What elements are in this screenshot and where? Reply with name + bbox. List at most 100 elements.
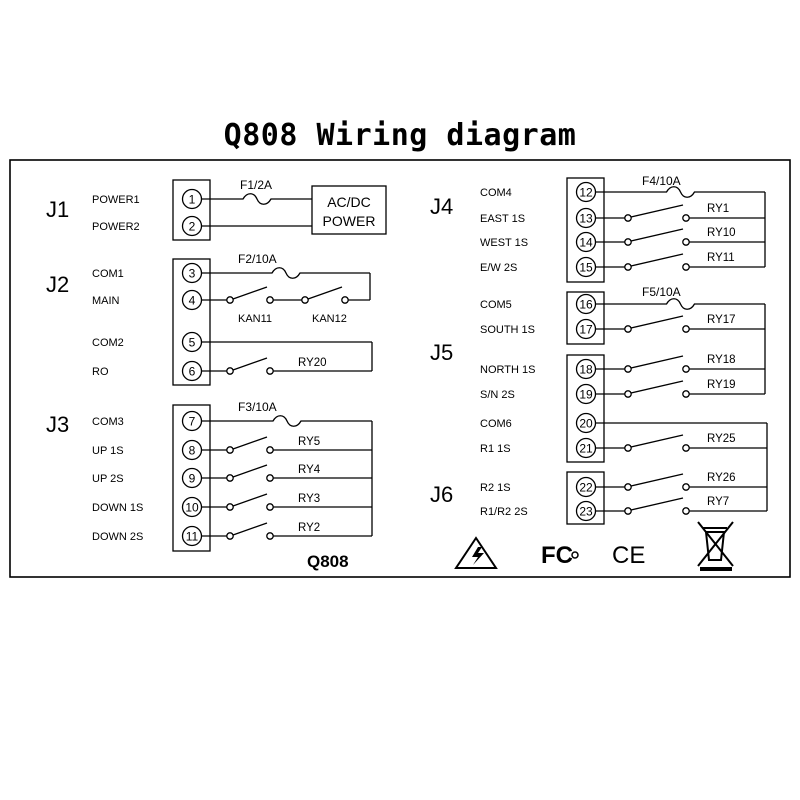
terminal-21-number: 21 <box>579 442 593 456</box>
switch-ry2-contact-a <box>226 532 234 540</box>
fuse-label-f2: F2/10A <box>238 252 277 266</box>
relay-label-ry20: RY20 <box>298 357 327 369</box>
switch-ry26-contact-a <box>624 483 632 491</box>
terminal-20-number: 20 <box>579 417 593 431</box>
terminal-5-number: 5 <box>189 336 196 350</box>
terminal-12-label: COM4 <box>480 187 512 199</box>
terminal-23-number: 23 <box>579 505 593 519</box>
terminal-17-number: 17 <box>579 323 593 337</box>
terminal-14-number: 14 <box>579 236 593 250</box>
terminal-6-circle <box>181 360 203 382</box>
terminal-2-number: 2 <box>189 220 196 234</box>
terminal-16-label: COM5 <box>480 299 512 311</box>
terminal-block-j6 <box>566 471 605 525</box>
switch-ry20-contact-b <box>266 367 274 375</box>
connector-label-j6: J6 <box>430 482 453 507</box>
terminal-10-number: 10 <box>185 501 199 515</box>
left-terminals: 1POWER12POWER23COM14MAIN5COM26RO7COM38UP… <box>92 188 203 547</box>
switch-ry11-contact-a <box>624 263 632 271</box>
relay-label-ry10: RY10 <box>707 227 736 239</box>
terminal-21-circle <box>575 437 597 459</box>
terminal-1-circle <box>181 188 203 210</box>
model-label: Q808 <box>307 552 349 571</box>
terminal-16-circle <box>575 293 597 315</box>
high-voltage-warning-icon <box>454 536 498 569</box>
switch-kan12-contact-a <box>301 296 309 304</box>
weee-bin-icon <box>697 521 734 571</box>
fuse-label-f4: F4/10A <box>642 174 681 188</box>
switch-ry2-blade <box>232 522 268 536</box>
terminal-18-label: NORTH 1S <box>480 364 535 376</box>
switch-kan11-blade <box>232 286 268 300</box>
switch-ry4-contact-b <box>266 474 274 482</box>
switch-ry17-blade <box>630 315 684 329</box>
terminal-6-number: 6 <box>189 365 196 379</box>
relay-label-ry7: RY7 <box>707 496 729 508</box>
relay-label-ry26: RY26 <box>707 472 736 484</box>
switch-ry18-blade <box>630 355 684 369</box>
terminal-9-label: UP 2S <box>92 473 124 485</box>
terminal-22-label: R2 1S <box>480 482 511 494</box>
fuse-f1 <box>202 193 312 205</box>
terminal-8-label: UP 1S <box>92 445 124 457</box>
fuse-label-f3: F3/10A <box>238 400 277 414</box>
switch-kan12-blade <box>307 286 343 300</box>
switch-ry3-contact-a <box>226 503 234 511</box>
terminal-2-label: POWER2 <box>92 221 140 233</box>
terminal-19-circle <box>575 383 597 405</box>
power-supply-box <box>311 185 387 235</box>
terminal-block-j2 <box>172 258 211 386</box>
fuse-label-f1: F1/2A <box>240 178 272 192</box>
terminal-19-number: 19 <box>579 388 593 402</box>
terminal-12-number: 12 <box>579 186 593 200</box>
switch-ry7-blade <box>630 497 684 511</box>
fuse-f5 <box>596 298 765 310</box>
fuse-label-f5: F5/10A <box>642 285 681 299</box>
terminal-block-j1 <box>172 179 211 241</box>
switch-ry5-contact-b <box>266 446 274 454</box>
fuse-f3 <box>202 415 372 427</box>
terminal-20-label: COM6 <box>480 418 512 430</box>
terminal-4-label: MAIN <box>92 295 120 307</box>
switch-ry7-contact-b <box>682 507 690 515</box>
switch-ry19-contact-b <box>682 390 690 398</box>
power-box-line2: POWER <box>323 213 376 229</box>
terminal-15-circle <box>575 256 597 278</box>
terminal-19-label: S/N 2S <box>480 389 515 401</box>
terminal-13-label: EAST 1S <box>480 213 525 225</box>
relay-label-ry5: RY5 <box>298 436 320 448</box>
terminal-3-label: COM1 <box>92 268 124 280</box>
switch-ry20-blade <box>232 357 268 371</box>
terminal-7-number: 7 <box>189 415 196 429</box>
switch-kan11-contact-a <box>226 296 234 304</box>
terminal-3-number: 3 <box>189 267 196 281</box>
connector-label-j1: J1 <box>46 197 69 222</box>
terminal-13-circle <box>575 207 597 229</box>
relay-label-ry2: RY2 <box>298 522 320 534</box>
switch-ry26-blade <box>630 473 684 487</box>
terminal-1-label: POWER1 <box>92 194 140 206</box>
terminal-23-label: R1/R2 2S <box>480 506 528 518</box>
terminal-2-circle <box>181 215 203 237</box>
fcc-mark-icon: FC <box>541 542 573 569</box>
wires: RY20RY5RY4RY3RY2RY1RY10RY11RY17RY18RY19R… <box>202 186 768 540</box>
switch-ry10-contact-b <box>682 238 690 246</box>
terminal-23-circle <box>575 500 597 522</box>
terminal-18-circle <box>575 358 597 380</box>
switch-ry11-blade <box>630 253 684 267</box>
kan-label-1: KAN11 <box>238 313 272 325</box>
terminal-8-circle <box>181 439 203 461</box>
relay-label-ry25: RY25 <box>707 433 736 445</box>
switch-ry17-contact-a <box>624 325 632 333</box>
switch-ry17-contact-b <box>682 325 690 333</box>
terminal-4-number: 4 <box>189 294 196 308</box>
diagram-frame <box>9 159 791 578</box>
terminal-17-label: SOUTH 1S <box>480 324 535 336</box>
relay-label-ry19: RY19 <box>707 379 736 391</box>
relay-label-ry17: RY17 <box>707 314 736 326</box>
switch-ry25-contact-a <box>624 444 632 452</box>
terminal-15-number: 15 <box>579 261 593 275</box>
switch-ry11-contact-b <box>682 263 690 271</box>
